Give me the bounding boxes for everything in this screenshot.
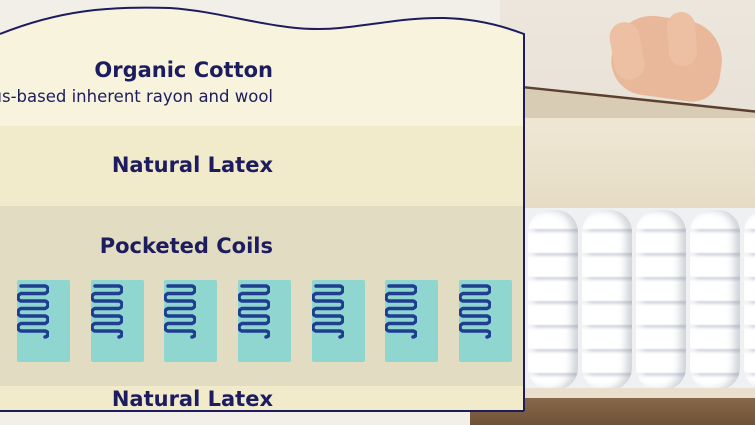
photo-latex-layer [522, 118, 755, 208]
coil-tile [311, 280, 365, 362]
layer-band-latex-bottom [0, 386, 524, 411]
layer-outline [0, 6, 525, 411]
coil-tile [17, 280, 70, 362]
photo-coil [744, 210, 755, 390]
layer-title-coils: Pocketed Coils [99, 234, 273, 258]
coil-tile [238, 280, 291, 362]
spring-coil-icon [385, 284, 418, 339]
coil-tile [90, 280, 144, 362]
spring-coil-icon [459, 284, 491, 339]
coil-tile [385, 280, 439, 362]
spring-coil-icon [17, 284, 49, 339]
photo-coil [582, 210, 632, 390]
photo-coil [690, 210, 740, 390]
layer-subtitle-cotton: with Eucalyptus-based inherent rayon and… [0, 87, 273, 106]
coil-tile [459, 280, 512, 362]
photo-coil [528, 210, 578, 390]
spring-coil-icon [90, 284, 123, 339]
layer-band-latex [0, 126, 524, 206]
coil-tile [164, 280, 218, 362]
spring-coil-icon [238, 284, 270, 339]
layer-diagram-panel: Organic Cotton with Eucalyptus-based inh… [0, 6, 525, 412]
photo-coil [636, 210, 686, 390]
hand-finger [666, 11, 698, 67]
spring-coil-icon [311, 284, 344, 339]
spring-coil-icon [164, 284, 197, 339]
coil-icon-row [17, 280, 512, 362]
photo-coil-layer [522, 208, 755, 394]
layer-title-latex: Natural Latex [111, 153, 273, 177]
layer-title-cotton: Organic Cotton [94, 58, 273, 82]
layer-title-latex-bottom: Natural Latex [111, 387, 273, 411]
photo-bottom-latex [522, 388, 755, 398]
layer-band-cotton [0, 7, 524, 126]
